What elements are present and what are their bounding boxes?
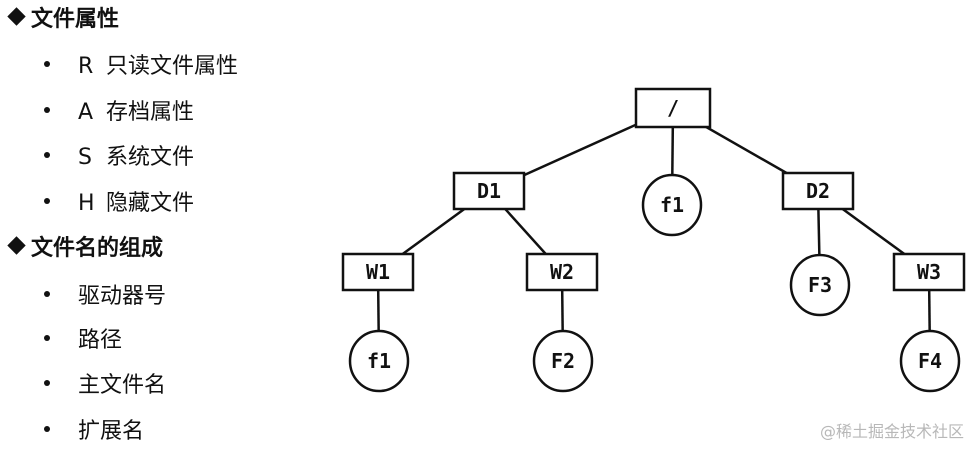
node-label: F2 <box>551 349 575 373</box>
file-node-shape <box>899 329 961 393</box>
file-node: F4 <box>899 329 961 393</box>
bullet-dot-icon <box>44 335 50 341</box>
file-node: F3 <box>789 253 851 317</box>
node-label: D1 <box>477 179 501 203</box>
list-item-text: 驱动器号 <box>78 284 167 309</box>
node-label: F4 <box>918 349 942 373</box>
bullet-dot-icon <box>44 380 50 386</box>
list-item-text: 隐藏文件 <box>106 191 195 216</box>
bullet-dot-icon <box>44 61 50 67</box>
bullet-dot-icon <box>44 152 50 158</box>
directory-node: W3 <box>892 252 966 292</box>
file-node-shape <box>532 329 594 393</box>
attribute-code: A <box>78 100 94 125</box>
bullet-dot-icon <box>44 291 50 297</box>
section-heading: 文件属性 <box>6 6 119 34</box>
directory-node: D2 <box>781 171 855 211</box>
directory-node-shape <box>525 252 599 292</box>
list-item-text: 主文件名 <box>78 373 167 398</box>
file-node: f1 <box>641 173 703 237</box>
directory-node: / <box>634 87 712 129</box>
directory-node-shape <box>452 171 526 211</box>
section-heading: 文件名的组成 <box>6 235 163 263</box>
node-label: f1 <box>367 349 391 373</box>
directory-node-shape <box>892 252 966 292</box>
directory-node-shape <box>781 171 855 211</box>
node-label: W2 <box>550 260 574 284</box>
directory-node: W2 <box>525 252 599 292</box>
file-node-shape <box>789 253 851 317</box>
bullet-dot-icon <box>44 198 50 204</box>
bullet-dot-icon <box>44 426 50 432</box>
node-label: F3 <box>808 273 832 297</box>
attribute-code: H <box>78 191 95 216</box>
node-label: f1 <box>660 193 684 217</box>
list-item: 路径 <box>44 327 122 355</box>
node-label: W3 <box>917 260 941 284</box>
list-item-text: 系统文件 <box>106 145 195 170</box>
list-item: S 系统文件 <box>44 144 194 172</box>
section-heading-text: 文件名的组成 <box>31 236 164 261</box>
list-item-text: 扩展名 <box>78 419 145 444</box>
list-item-text: 路径 <box>78 328 123 353</box>
section-heading-text: 文件属性 <box>31 7 120 32</box>
node-label: / <box>667 96 679 120</box>
directory-node: W1 <box>341 252 415 292</box>
directory-node-shape <box>634 87 712 129</box>
watermark: @稀土掘金技术社区 <box>819 422 964 441</box>
node-label: D2 <box>806 179 830 203</box>
directory-node: D1 <box>452 171 526 211</box>
bullet-dot-icon <box>44 107 50 113</box>
file-node: f1 <box>348 329 410 393</box>
file-node: F2 <box>532 329 594 393</box>
list-item: R 只读文件属性 <box>44 53 238 81</box>
list-item: A 存档属性 <box>44 99 194 127</box>
node-label: W1 <box>366 260 390 284</box>
file-node-shape <box>641 173 703 237</box>
attribute-code: R <box>78 54 94 79</box>
list-item: H 隐藏文件 <box>44 190 194 218</box>
file-node-shape <box>348 329 410 393</box>
list-item-text: 只读文件属性 <box>106 54 239 79</box>
list-item: 主文件名 <box>44 372 166 400</box>
attribute-code: S <box>78 145 92 170</box>
list-item: 扩展名 <box>44 418 144 446</box>
list-item-text: 存档属性 <box>106 100 195 125</box>
list-item: 驱动器号 <box>44 283 166 311</box>
directory-node-shape <box>341 252 415 292</box>
